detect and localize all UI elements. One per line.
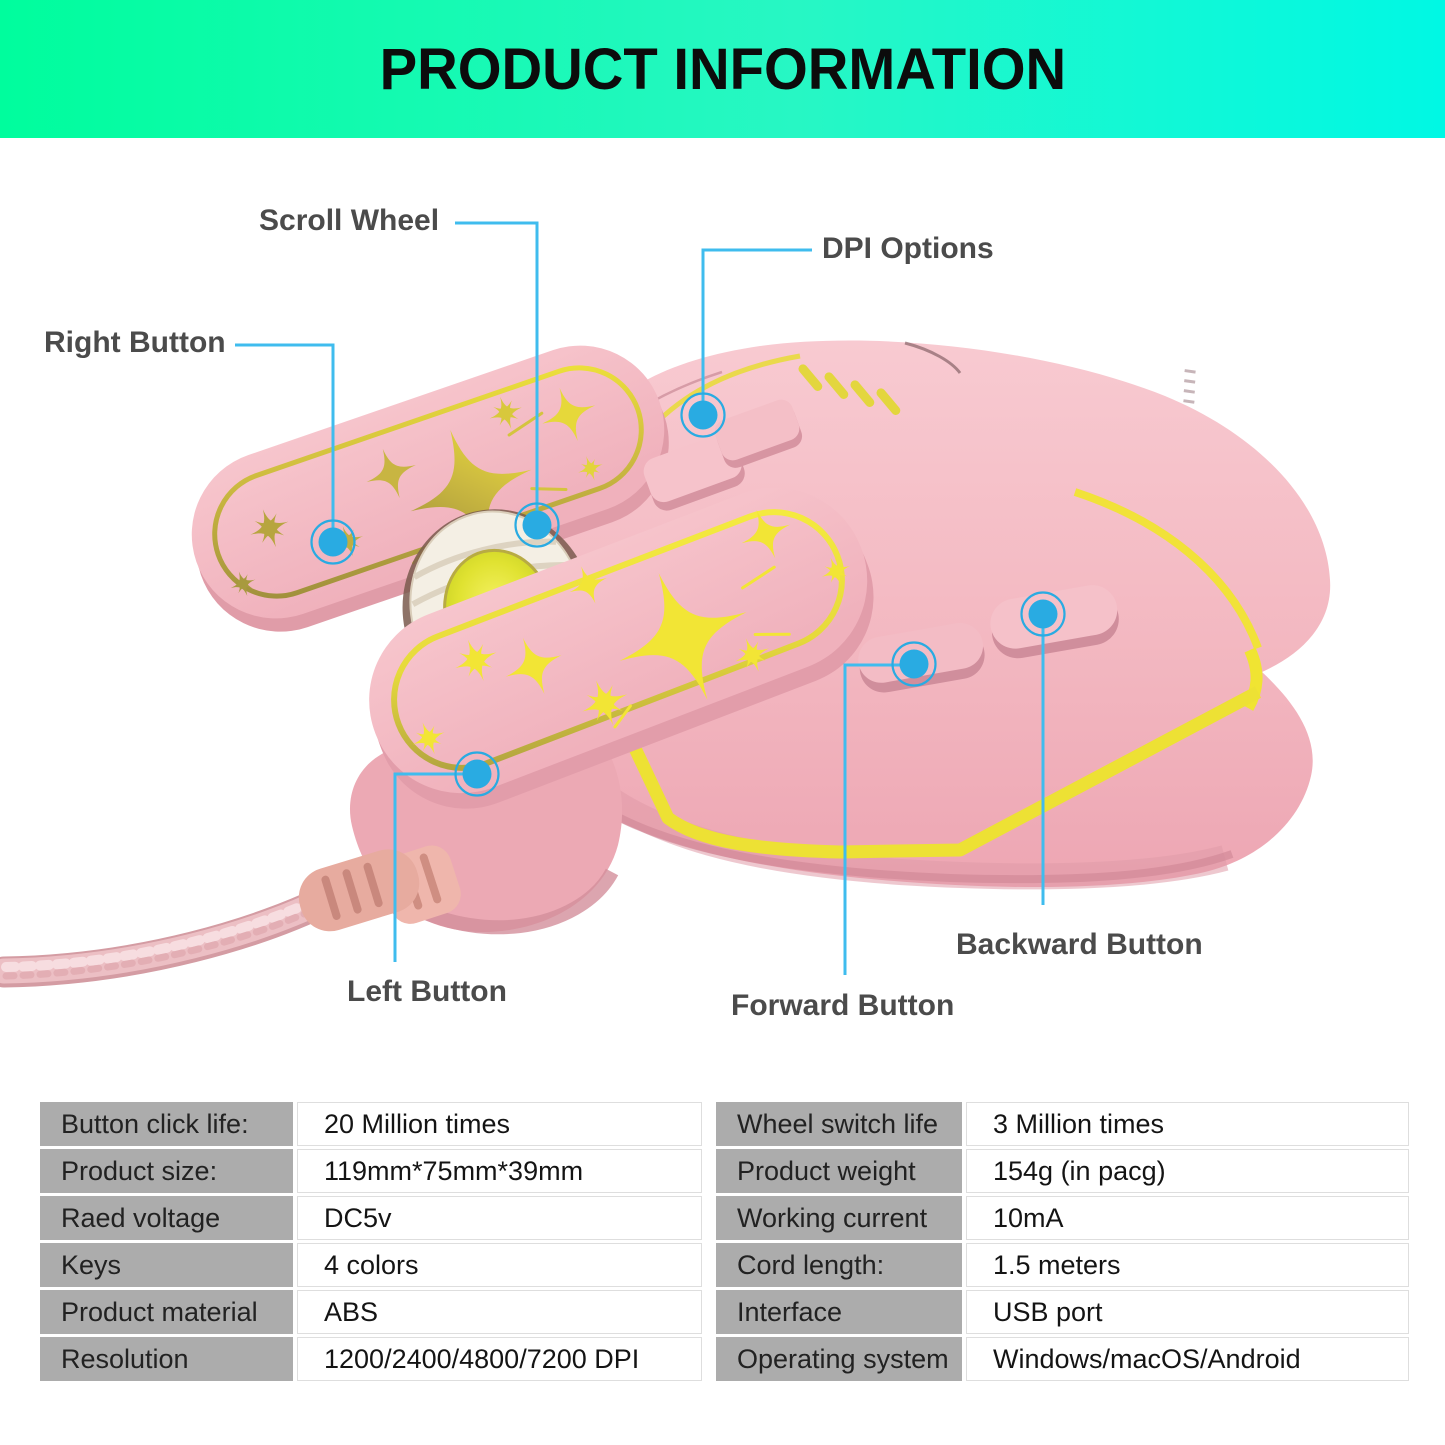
spec-value: 1.5 meters: [966, 1243, 1409, 1287]
spec-label: Button click life:: [40, 1102, 293, 1146]
spec-value: 10mA: [966, 1196, 1409, 1240]
spec-label: Product weight: [716, 1149, 962, 1193]
spec-value: 1200/2400/4800/7200 DPI: [297, 1337, 702, 1381]
spec-label: Resolution: [40, 1337, 293, 1381]
dpi-buttons: [643, 399, 803, 511]
forward-button-marker-dot: [891, 641, 937, 687]
backward-button-marker-dot: [1020, 591, 1066, 637]
right-button-marker-dot: [310, 519, 356, 565]
scroll-wheel-label: Scroll Wheel: [259, 204, 440, 237]
dpi-options-line: [701, 248, 812, 415]
table-column-gap: [706, 1102, 712, 1146]
page-title: PRODUCT INFORMATION: [379, 36, 1066, 102]
forward-button-line: [843, 663, 908, 975]
spec-label: Product size:: [40, 1149, 293, 1193]
spec-value: ABS: [297, 1290, 702, 1334]
callout-lines: [235, 221, 1045, 975]
spec-label: Working current: [716, 1196, 962, 1240]
dpi-options-marker-dot: [680, 392, 726, 438]
left-button-label: Left Button: [347, 975, 507, 1008]
spec-label: Keys: [40, 1243, 293, 1287]
scroll-wheel-line: [455, 221, 539, 525]
header-banner: PRODUCT INFORMATION: [0, 0, 1445, 138]
scroll-wheel-marker-dot: [514, 502, 560, 548]
spec-label: Cord length:: [716, 1243, 962, 1287]
spec-label: Operating system: [716, 1337, 962, 1381]
spec-value: USB port: [966, 1290, 1409, 1334]
table-column-gap: [706, 1243, 712, 1287]
spec-label: Wheel switch life: [716, 1102, 962, 1146]
callout-markers: [310, 392, 1066, 797]
vent-slits: [798, 364, 901, 415]
spec-value: 20 Million times: [297, 1102, 702, 1146]
front-light-strip: [626, 686, 1262, 859]
right-button-line: [235, 343, 335, 542]
dpi-options-label: DPI Options: [822, 232, 994, 265]
spec-label: Interface: [716, 1290, 962, 1334]
braided-cable: [0, 882, 346, 988]
brand-marks: [1183, 369, 1196, 404]
table-column-gap: [706, 1149, 712, 1193]
table-column-gap: [706, 1337, 712, 1381]
spec-value: Windows/macOS/Android: [966, 1337, 1409, 1381]
spec-value: 154g (in pacg): [966, 1149, 1409, 1193]
spec-value: DC5v: [297, 1196, 702, 1240]
spec-label: Product material: [40, 1290, 293, 1334]
table-column-gap: [706, 1290, 712, 1334]
backward-button-label: Backward Button: [956, 928, 1203, 961]
spec-table: Button click life: 20 Million times Whee…: [40, 1102, 1409, 1381]
left-button-plate: [369, 487, 874, 809]
cable-strain-relief: [298, 845, 461, 932]
right-button-label: Right Button: [44, 326, 226, 359]
spec-label: Raed voltage: [40, 1196, 293, 1240]
left-button-marker-dot: [454, 751, 500, 797]
forward-button-label: Forward Button: [731, 989, 955, 1022]
left-button-line: [393, 772, 477, 962]
table-column-gap: [706, 1196, 712, 1240]
spec-value: 4 colors: [297, 1243, 702, 1287]
spec-value: 3 Million times: [966, 1102, 1409, 1146]
spec-value: 119mm*75mm*39mm: [297, 1149, 702, 1193]
